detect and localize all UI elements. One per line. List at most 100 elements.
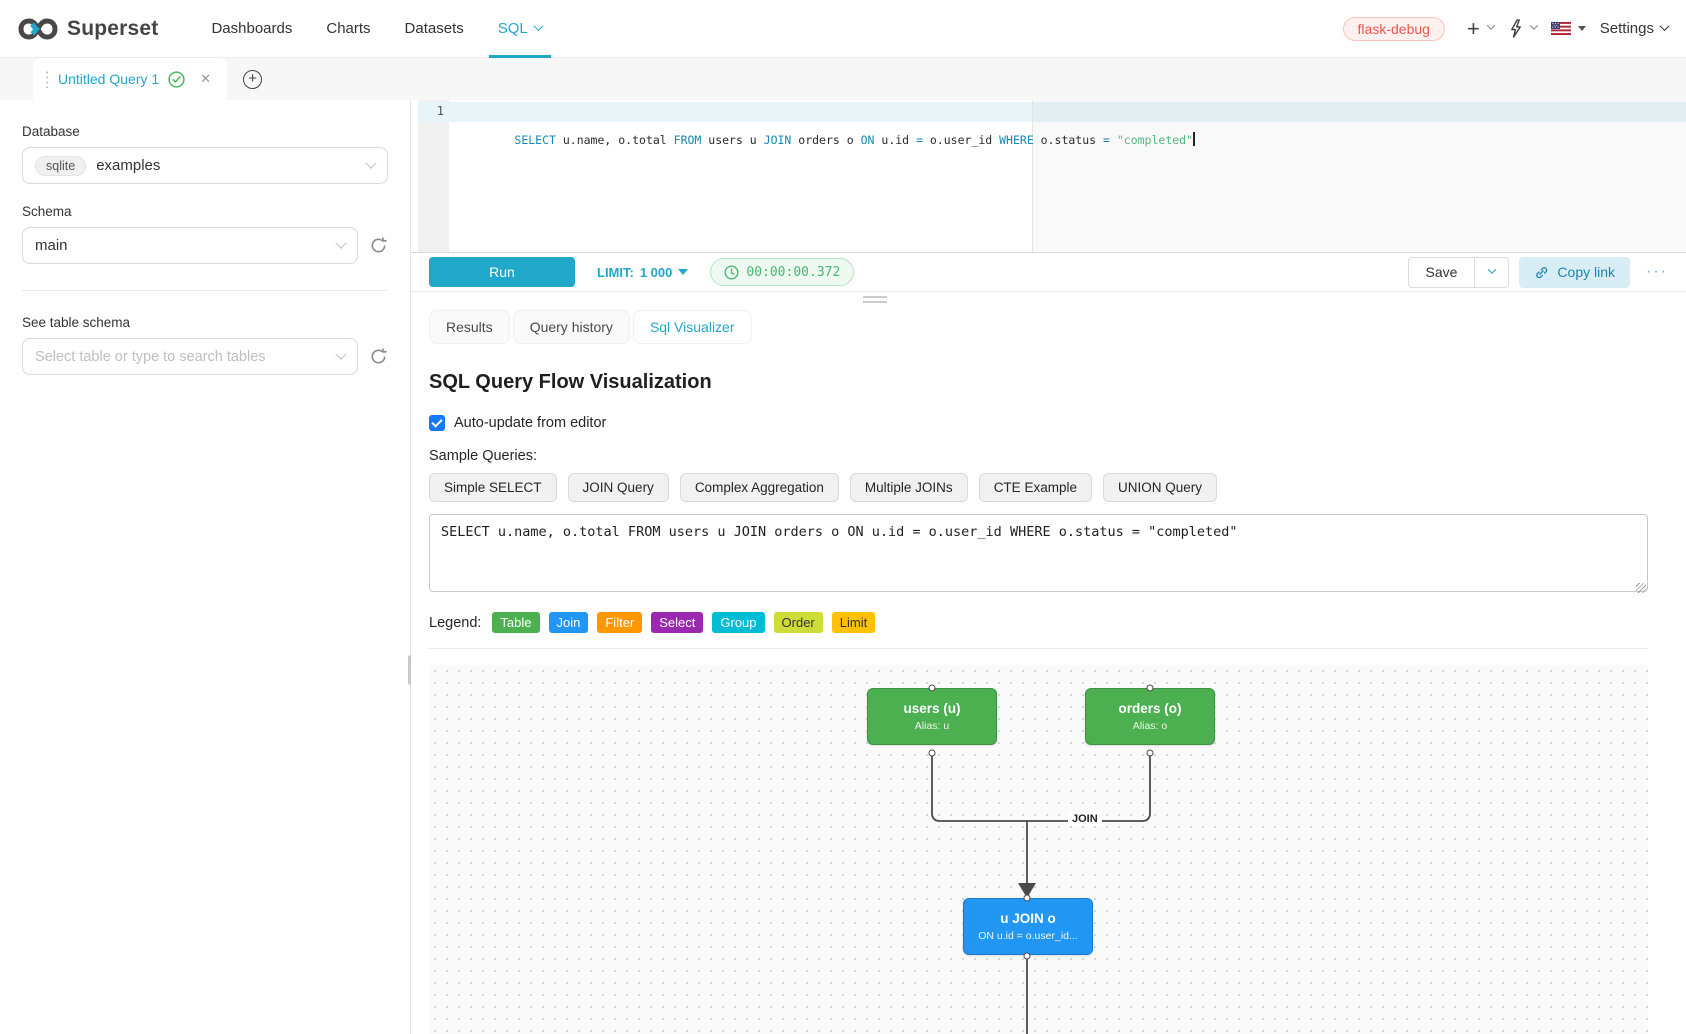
- sql-code-line: SELECT u.name, o.total FROM users u JOIN…: [514, 132, 1195, 147]
- content-divider: [429, 648, 1648, 649]
- save-dropdown-button[interactable]: [1475, 256, 1510, 288]
- refresh-schemas-button[interactable]: [369, 236, 388, 255]
- print-margin-line: [1032, 100, 1033, 252]
- node-handle[interactable]: [1146, 684, 1154, 692]
- checkbox-checked-icon[interactable]: [429, 415, 445, 431]
- tab-query-history[interactable]: Query history: [512, 310, 630, 344]
- auto-update-toggle[interactable]: Auto-update from editor: [429, 415, 1648, 431]
- database-label: Database: [22, 124, 80, 139]
- nav-datasets[interactable]: Datasets: [404, 20, 464, 37]
- query-search-button[interactable]: [1508, 19, 1539, 38]
- table-select-placeholder: Select table or type to search tables: [35, 348, 266, 365]
- superset-logo[interactable]: Superset: [18, 17, 158, 41]
- query-tab-active[interactable]: Untitled Query 1 ✕: [33, 58, 228, 100]
- flow-canvas[interactable]: JOIN users (u) Alias: u orders (o) Alias…: [429, 665, 1648, 1034]
- visualizer-content: SQL Query Flow Visualization Auto-update…: [411, 344, 1686, 1034]
- copy-link-button[interactable]: Copy link: [1519, 256, 1631, 288]
- saved-check-icon: [168, 70, 185, 88]
- result-tabs: Results Query history Sql Visualizer: [411, 292, 1686, 344]
- node-handle[interactable]: [1146, 749, 1154, 757]
- node-handle[interactable]: [928, 749, 936, 757]
- sql-editor[interactable]: 1 SELECT u.name, o.total FROM users u JO…: [411, 100, 1686, 253]
- refresh-icon: [371, 348, 387, 364]
- save-button[interactable]: Save: [1407, 256, 1476, 288]
- legend-badge: Limit: [831, 612, 876, 633]
- flow-node-orders[interactable]: orders (o) Alias: o: [1085, 688, 1215, 745]
- sample-query-button[interactable]: CTE Example: [978, 473, 1092, 502]
- tab-results[interactable]: Results: [429, 310, 510, 344]
- table-select[interactable]: Select table or type to search tables: [22, 338, 358, 375]
- chevron-down-icon: [365, 157, 377, 169]
- timer-value: 00:00:00.372: [746, 264, 841, 280]
- refresh-icon: [371, 237, 387, 253]
- pane-resize-handle[interactable]: [863, 296, 887, 306]
- editor-gutter: [418, 100, 449, 252]
- nav-dashboards[interactable]: Dashboards: [211, 20, 293, 37]
- sample-query-button[interactable]: UNION Query: [1102, 473, 1217, 502]
- sample-query-button[interactable]: Multiple JOINs: [849, 473, 968, 502]
- flow-edges: [931, 753, 1151, 1034]
- superset-infinity-icon: [18, 17, 58, 40]
- sample-query-button[interactable]: JOIN Query: [567, 473, 669, 502]
- node-handle[interactable]: [1023, 952, 1031, 960]
- drag-handle-icon[interactable]: [45, 70, 49, 88]
- database-value: examples: [96, 157, 161, 174]
- more-actions-button[interactable]: ···: [1646, 263, 1668, 280]
- legend-badge: Group: [712, 612, 765, 633]
- tab-sql-visualizer[interactable]: Sql Visualizer: [632, 310, 752, 344]
- navbar-right: flask-debug +: [1342, 16, 1670, 41]
- main-pane: 1 SELECT u.name, o.total FROM users u JO…: [411, 100, 1686, 1034]
- schema-value: main: [35, 237, 68, 254]
- legend-badge: Order: [773, 612, 823, 633]
- sample-queries-label: Sample Queries:: [429, 448, 537, 464]
- plus-circle-icon: +: [243, 69, 263, 89]
- active-line-highlight: [418, 102, 1686, 122]
- top-navbar: Superset Dashboards Charts Datasets SQL …: [0, 0, 1686, 58]
- settings-menu[interactable]: Settings: [1600, 20, 1670, 37]
- chevron-down-icon: [335, 237, 347, 249]
- main-nav: Dashboards Charts Datasets SQL: [194, 0, 558, 58]
- language-picker[interactable]: [1550, 22, 1586, 35]
- close-tab-icon[interactable]: ✕: [200, 71, 212, 86]
- clock-icon: [724, 264, 739, 280]
- legend-badge: Filter: [597, 612, 643, 633]
- nav-charts[interactable]: Charts: [326, 20, 371, 37]
- new-item-button[interactable]: +: [1467, 17, 1496, 40]
- refresh-tables-button[interactable]: [369, 347, 388, 366]
- sample-query-buttons: Simple SELECT JOIN Query Complex Aggregati…: [429, 473, 1648, 502]
- node-handle[interactable]: [928, 684, 936, 692]
- schema-select[interactable]: main: [22, 227, 358, 264]
- query-timer: 00:00:00.372: [710, 258, 855, 286]
- page-title: SQL Query Flow Visualization: [429, 371, 712, 393]
- auto-update-label: Auto-update from editor: [454, 415, 607, 431]
- node-handle[interactable]: [1023, 894, 1031, 902]
- legend-badge: Join: [548, 612, 589, 633]
- legend-label: Legend:: [429, 614, 482, 631]
- flow-node-join[interactable]: u JOIN o ON u.id = o.user_id...: [963, 898, 1093, 955]
- sample-query-button[interactable]: Complex Aggregation: [679, 473, 839, 502]
- query-tab-strip: Untitled Query 1 ✕ +: [0, 58, 1686, 100]
- schema-label: Schema: [22, 204, 72, 219]
- join-edge-label: JOIN: [1068, 812, 1102, 826]
- flow-node-users[interactable]: users (u) Alias: u: [867, 688, 997, 745]
- south-pane: Results Query history Sql Visualizer SQL…: [411, 292, 1686, 1034]
- caret-down-icon: [678, 269, 689, 275]
- run-button[interactable]: Run: [429, 257, 575, 287]
- sidebar-resize-handle[interactable]: [408, 655, 413, 685]
- chevron-down-icon: [1659, 20, 1670, 31]
- db-engine-badge: sqlite: [35, 155, 87, 176]
- sample-query-button[interactable]: Simple SELECT: [429, 473, 557, 502]
- brand-name: Superset: [67, 16, 159, 40]
- limit-dropdown[interactable]: LIMIT: 1 000: [597, 265, 689, 280]
- chevron-down-icon: [1486, 21, 1496, 30]
- new-query-tab-button[interactable]: +: [227, 58, 278, 100]
- caret-down-icon: [1577, 26, 1586, 31]
- nav-sql[interactable]: SQL: [481, 0, 559, 58]
- us-flag-icon: [1550, 22, 1571, 35]
- database-select[interactable]: sqlite examples: [22, 147, 388, 184]
- query-textarea[interactable]: SELECT u.name, o.total FROM users u JOIN…: [429, 514, 1648, 592]
- workspace: Database sqlite examples Schema main: [0, 100, 1686, 1034]
- table-schema-label: See table schema: [22, 315, 131, 330]
